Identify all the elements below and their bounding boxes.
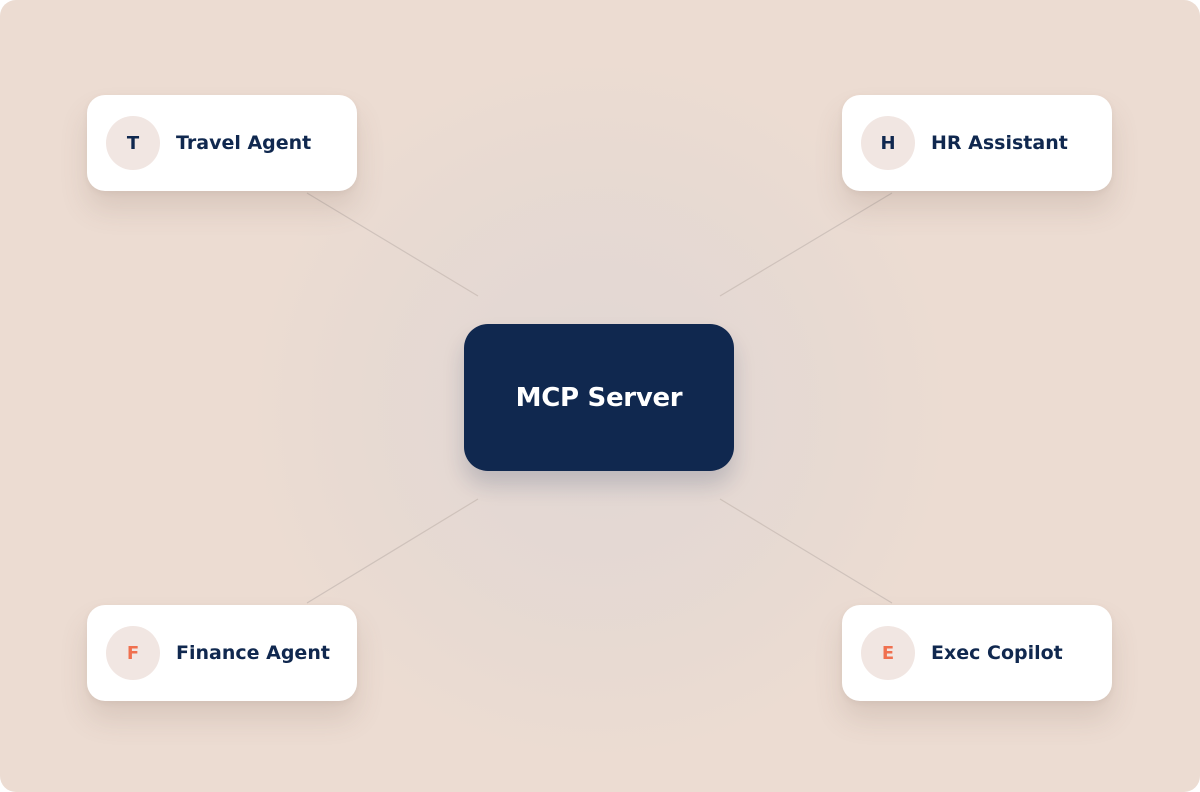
agent-card-exec-copilot: E Exec Copilot <box>842 605 1112 701</box>
connector-finance-agent <box>306 498 479 604</box>
mcp-server-node: MCP Server <box>464 324 734 471</box>
agent-label: Travel Agent <box>176 132 312 154</box>
connector-hr-assistant <box>719 192 893 297</box>
agent-card-travel-agent: T Travel Agent <box>87 95 357 191</box>
agent-initial-badge: H <box>861 116 915 170</box>
agent-initial-badge: F <box>106 626 160 680</box>
connector-travel-agent <box>306 192 479 297</box>
mcp-server-label: MCP Server <box>515 382 683 413</box>
connector-exec-copilot <box>719 498 893 604</box>
agent-initial-badge: T <box>106 116 160 170</box>
agent-label: Exec Copilot <box>931 642 1063 664</box>
agent-initial-badge: E <box>861 626 915 680</box>
agent-label: Finance Agent <box>176 642 330 664</box>
agent-card-finance-agent: F Finance Agent <box>87 605 357 701</box>
agent-label: HR Assistant <box>931 132 1068 154</box>
agent-card-hr-assistant: H HR Assistant <box>842 95 1112 191</box>
